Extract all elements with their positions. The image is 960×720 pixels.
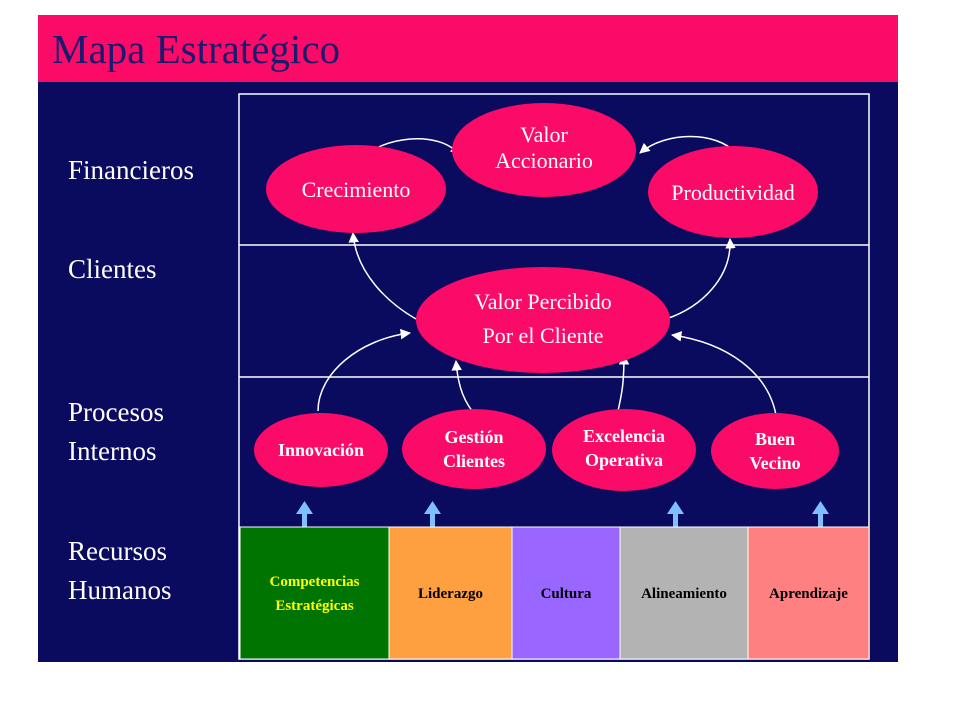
up-arrow-liderazgo bbox=[424, 501, 441, 527]
up-arrow-alineamiento bbox=[667, 501, 684, 527]
svg-text:Clientes: Clientes bbox=[443, 451, 505, 471]
row-label-clientes: Clientes bbox=[68, 254, 157, 284]
svg-text:Buen: Buen bbox=[755, 429, 795, 449]
svg-text:Estratégicas: Estratégicas bbox=[275, 598, 353, 614]
svg-text:Vecino: Vecino bbox=[749, 453, 800, 473]
row-label-procesos-2: Internos bbox=[68, 436, 157, 466]
resource-box-cultura: Cultura bbox=[511, 526, 621, 660]
up-arrow-competencias bbox=[296, 501, 313, 527]
arrow-valor-percibido-to-crecimiento bbox=[348, 231, 417, 320]
svg-text:Crecimiento: Crecimiento bbox=[302, 177, 411, 202]
arrow-buen-vecino-to-valor-percibido bbox=[670, 331, 777, 416]
node-gestion-clientes: Gestión Clientes bbox=[402, 409, 546, 489]
row-label-recursos-2: Humanos bbox=[68, 575, 172, 605]
slide: Mapa Estratégico Financieros Clientes Pr… bbox=[38, 15, 898, 662]
row-label-procesos-1: Procesos bbox=[68, 397, 164, 427]
resource-box-competencias: Competencias Estratégicas bbox=[239, 526, 390, 660]
svg-text:Valor Percibido: Valor Percibido bbox=[474, 289, 611, 314]
svg-text:Aprendizaje: Aprendizaje bbox=[769, 586, 848, 602]
svg-text:Alineamiento: Alineamiento bbox=[641, 586, 727, 602]
arrow-valor-percibido-to-productividad bbox=[665, 237, 736, 320]
node-valor-accionario: Valor Accionario bbox=[452, 103, 636, 197]
strategy-map-diagram: Valor Accionario Crecimiento Productivid… bbox=[238, 93, 870, 660]
up-arrow-aprendizaje bbox=[812, 501, 829, 527]
resource-box-liderazgo: Liderazgo bbox=[388, 526, 513, 660]
svg-text:Excelencia: Excelencia bbox=[583, 426, 665, 446]
node-valor-percibido: Valor Percibido Por el Cliente bbox=[416, 267, 670, 373]
svg-text:Liderazgo: Liderazgo bbox=[418, 586, 483, 602]
resource-box-alineamiento: Alineamiento bbox=[619, 526, 749, 660]
svg-text:Accionario: Accionario bbox=[495, 148, 593, 173]
up-arrows bbox=[296, 501, 829, 527]
svg-text:Cultura: Cultura bbox=[541, 586, 592, 602]
row-label-financieros: Financieros bbox=[68, 155, 194, 185]
arrow-innovacion-to-valor-percibido bbox=[317, 328, 412, 412]
node-buen-vecino: Buen Vecino bbox=[711, 413, 839, 489]
svg-text:Competencias: Competencias bbox=[270, 574, 360, 590]
svg-text:Gestión: Gestión bbox=[444, 427, 503, 447]
svg-text:Por el Cliente: Por el Cliente bbox=[483, 323, 604, 348]
node-excelencia-operativa: Excelencia Operativa bbox=[552, 409, 696, 491]
svg-text:Operativa: Operativa bbox=[585, 450, 663, 470]
resource-box-aprendizaje: Aprendizaje bbox=[747, 526, 870, 660]
arrow-excelencia-to-valor-percibido bbox=[617, 353, 630, 412]
svg-text:Valor: Valor bbox=[520, 122, 568, 147]
svg-text:Productividad: Productividad bbox=[671, 180, 794, 205]
slide-title: Mapa Estratégico bbox=[52, 26, 341, 72]
title-bar: Mapa Estratégico bbox=[38, 15, 898, 82]
node-innovacion: Innovación bbox=[254, 413, 388, 487]
node-crecimiento: Crecimiento bbox=[266, 145, 446, 233]
svg-text:Innovación: Innovación bbox=[278, 440, 364, 460]
row-label-recursos-1: Recursos bbox=[68, 536, 167, 566]
node-productividad: Productividad bbox=[648, 146, 818, 238]
